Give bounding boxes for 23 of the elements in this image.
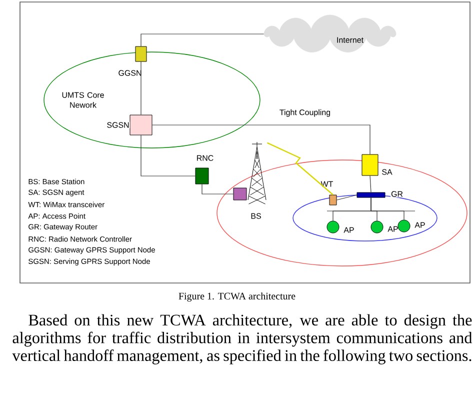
transceiver-device: [329, 194, 337, 206]
connector-line: [140, 34, 264, 47]
connector-line: [370, 175, 372, 193]
figure-caption: Figure 1. TCWA architecture: [178, 292, 296, 302]
wimax-network-ellipse: [216, 160, 468, 266]
access-point-circle: [398, 220, 410, 232]
base-station-device: [233, 188, 247, 200]
tower-drawing: [248, 142, 266, 204]
access-point-circle: [326, 220, 340, 234]
connector-line: [266, 142, 334, 196]
connector-line: [140, 61, 142, 116]
connector-line: [140, 134, 196, 176]
connector-line: [336, 194, 358, 200]
gateway-device: [135, 46, 147, 62]
connector-line: [370, 197, 404, 220]
controller-device: [195, 168, 209, 184]
body-paragraph: Based on this new TCWA architecture, we are able to design the algorithms for traffic distribution in intersystem communications and vertical handoff management, as specified in the following two sections.: [12, 314, 472, 364]
router-bar: [356, 192, 386, 198]
agent-device: [362, 154, 378, 176]
connector-line: [202, 184, 234, 194]
access-point-circle: [370, 220, 384, 234]
server-device: [130, 114, 152, 136]
connector-line: [152, 124, 370, 155]
